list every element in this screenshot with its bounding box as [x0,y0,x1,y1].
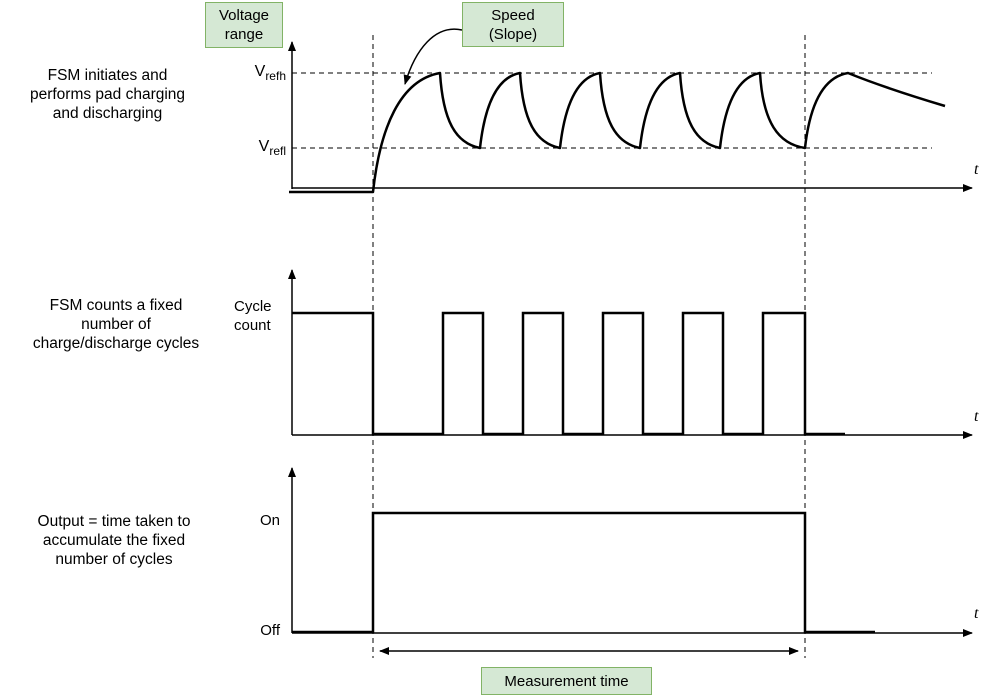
cycle-count-label-line: Cycle [234,298,272,315]
bottom-panel-caption-line: Output = time taken to [37,513,191,530]
top-panel-caption-line: performs pad charging [29,86,186,103]
speed-slope-label-line: Speed [491,6,535,24]
measurement-time-label: Measurement time [504,672,629,690]
vrefl-base: V [258,138,270,155]
top-time-axis-label: t [974,161,979,178]
middle-panel-caption-line: charge/discharge cycles [32,335,200,352]
bottom-panel-caption-line: number of cycles [55,551,173,568]
cycle-count-label: Cycle count [234,297,290,335]
middle-panel-caption: FSM counts a fixed number of charge/disc… [0,296,232,353]
middle-panel-caption-line: number of [81,316,151,333]
bottom-panel-caption-line: accumulate the fixed [42,532,186,549]
voltage-range-box: Voltage range [205,2,283,48]
bottom-time-axis-label: t [974,605,979,622]
vrefl-sub: refl [269,144,286,159]
measurement-time-box: Measurement time [481,667,652,695]
vrefh-sub: refh [265,69,286,84]
speed-arrow [403,28,463,85]
top-panel-caption-line: FSM initiates and [47,67,168,84]
cycle-count-label-line: count [234,317,271,334]
speed-slope-box: Speed (Slope) [462,2,564,47]
on-label: On [259,512,280,529]
off-label: Off [260,622,280,639]
vrefh-base: V [254,63,266,80]
vrefl-label: Vrefl [226,137,286,161]
voltage-range-label-line: range [224,26,264,43]
speed-slope-label-line: (Slope) [488,25,538,43]
vrefh-label: Vrefh [226,62,286,86]
charge-discharge-waveform [289,71,946,194]
middle-panel-caption-line: FSM counts a fixed [49,297,183,314]
top-panel-caption-line: and discharging [52,105,163,122]
top-panel-caption: FSM initiates and performs pad charging … [0,66,215,123]
bottom-panel-caption: Output = time taken to accumulate the fi… [5,512,223,569]
cycle-count-waveform [292,311,845,436]
output-waveform [292,511,875,634]
middle-time-axis-label: t [974,408,979,425]
voltage-range-label-line: Voltage [218,7,270,24]
